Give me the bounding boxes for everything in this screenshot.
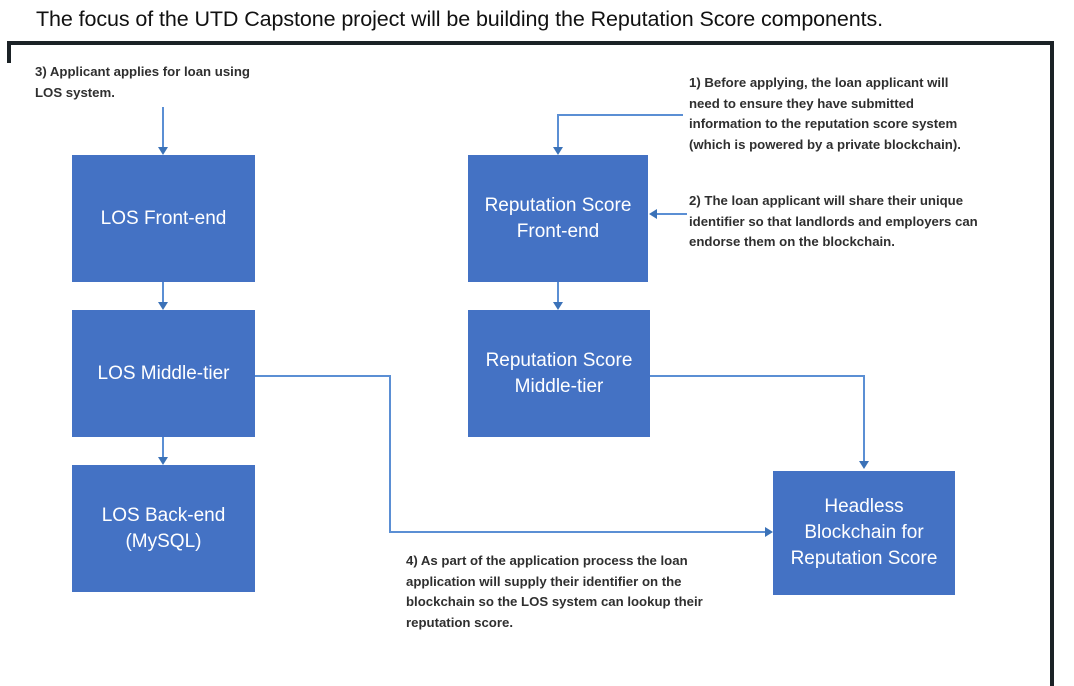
connector-reputation-front-to-middle-arrow — [553, 302, 563, 310]
connector-note2-horizontal — [657, 213, 687, 215]
connector-reputation-to-blockchain-arrow — [859, 461, 869, 469]
connector-los-to-blockchain-arrow — [765, 527, 773, 537]
node-reputation-middle-tier[interactable]: Reputation Score Middle-tier — [468, 310, 650, 437]
connector-note2-arrow — [649, 209, 657, 219]
node-los-middle-tier-label: LOS Middle-tier — [97, 362, 230, 384]
node-reputation-front-end[interactable]: Reputation Score Front-end — [468, 155, 648, 282]
node-reputation-front-end-label: Reputation Score Front-end — [484, 194, 632, 242]
connector-los-middle-tier-to-back-end-line — [162, 437, 164, 459]
node-headless-blockchain-label: Headless Blockchain for Reputation Score — [790, 496, 938, 569]
frame-right-border — [1050, 41, 1054, 686]
connector-note1-horizontal — [557, 114, 683, 116]
node-los-front-end[interactable]: LOS Front-end — [72, 155, 255, 282]
connector-reputation-to-blockchain-horizontal — [650, 375, 865, 377]
connector-note3-to-los-front-end-line — [162, 107, 164, 149]
node-headless-blockchain[interactable]: Headless Blockchain for Reputation Score — [773, 471, 955, 595]
connector-note3-to-los-front-end-arrow — [158, 147, 168, 155]
node-los-front-end-label: LOS Front-end — [100, 207, 227, 229]
annotation-3: 3) Applicant applies for loan using LOS … — [35, 64, 250, 100]
connector-los-to-blockchain-vertical — [389, 375, 391, 532]
connector-los-front-end-to-middle-tier-arrow — [158, 302, 168, 310]
connector-reputation-front-to-middle-line — [557, 282, 559, 304]
connector-los-front-end-to-middle-tier-line — [162, 282, 164, 304]
connector-reputation-to-blockchain-vertical — [863, 375, 865, 463]
connector-note1-arrow — [553, 147, 563, 155]
connector-note1-vertical — [557, 114, 559, 149]
connector-los-to-blockchain-horizontal-a — [255, 375, 391, 377]
connector-los-to-blockchain-horizontal-b — [389, 531, 767, 533]
node-reputation-middle-tier-label: Reputation Score Middle-tier — [485, 349, 633, 397]
frame-left-border — [7, 41, 11, 63]
page-title: The focus of the UTD Capstone project wi… — [36, 7, 883, 31]
node-los-back-end-label: LOS Back-end (MySQL) — [101, 504, 226, 552]
frame-top-border — [7, 41, 1054, 45]
node-los-middle-tier[interactable]: LOS Middle-tier — [72, 310, 255, 437]
annotation-2: 2) The loan applicant will share their u… — [689, 193, 978, 249]
connector-los-middle-tier-to-back-end-arrow — [158, 457, 168, 465]
annotation-1: 1) Before applying, the loan applicant w… — [689, 75, 961, 152]
node-los-back-end[interactable]: LOS Back-end (MySQL) — [72, 465, 255, 592]
annotation-4: 4) As part of the application process th… — [406, 553, 703, 630]
